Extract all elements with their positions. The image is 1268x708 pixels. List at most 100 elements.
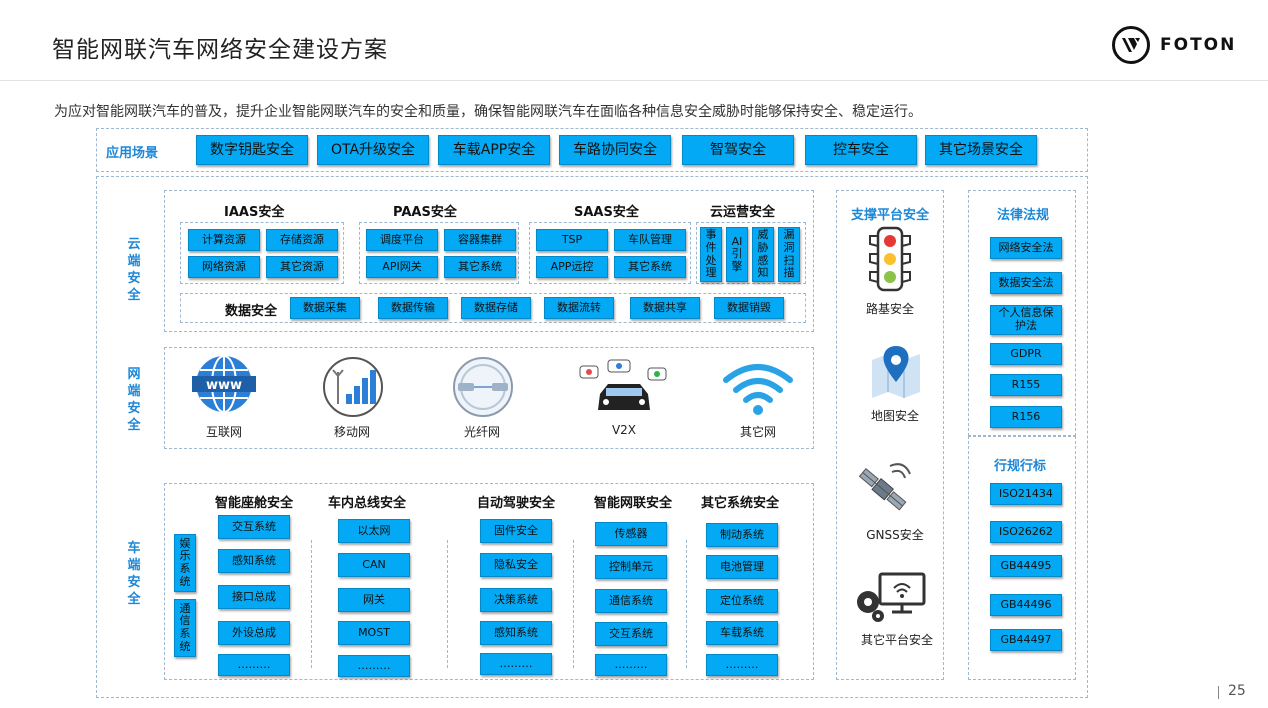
- support-name: 地图安全: [870, 409, 919, 423]
- page-number: 25: [1218, 683, 1246, 699]
- v2x-car-icon: [579, 359, 667, 410]
- column-divider: [686, 540, 687, 668]
- iaas-title: IAAS安全: [224, 205, 285, 220]
- column-divider: [447, 540, 448, 668]
- page-title: 智能网联汽车网络安全建设方案: [52, 37, 388, 63]
- law-panel: [968, 190, 1076, 436]
- cloud-item: 存储资源: [266, 229, 338, 251]
- support-title: 支撑平台安全: [851, 208, 930, 223]
- support-panel: [836, 190, 944, 680]
- data-item: 数据传输: [378, 297, 448, 319]
- cloud-item: 容器集群: [444, 229, 516, 251]
- side-item: 通信系统: [174, 599, 196, 657]
- iaas-group: [180, 222, 344, 284]
- side-item: 娱乐系统: [174, 534, 196, 592]
- vehicle-item: 网关: [338, 588, 410, 612]
- page-subtitle: 为应对智能网联汽车的普及，提升企业智能网联汽车的安全和质量，确保智能网联汽车在面…: [54, 104, 922, 120]
- brand-name: FOTON: [1160, 35, 1237, 55]
- cloud-ops-item: AI引擎: [726, 227, 748, 282]
- globe-www-icon: www: [192, 355, 256, 413]
- gear-monitor-icon: [857, 572, 926, 622]
- cloud-item: 车队管理: [614, 229, 686, 251]
- brand-logo: FOTON: [1112, 26, 1236, 64]
- law-item: GDPR: [990, 343, 1062, 365]
- vehicle-item: ………: [218, 654, 290, 676]
- vehicle-item: CAN: [338, 553, 410, 577]
- foton-logo-icon: [1112, 26, 1150, 64]
- traffic-light-icon: [869, 226, 911, 292]
- data-item: 数据采集: [290, 297, 360, 319]
- saas-title: SAAS安全: [574, 205, 639, 220]
- network-name: 移动网: [333, 425, 370, 439]
- scenario-item: 智驾安全: [682, 135, 794, 165]
- data-item: 数据共享: [630, 297, 700, 319]
- cloud-panel: [164, 190, 814, 332]
- standards-panel: [968, 436, 1076, 680]
- vehicle-item: 交互系统: [595, 622, 667, 646]
- vehicle-item: 控制单元: [595, 555, 667, 579]
- scenario-label: 应用场景: [106, 146, 159, 161]
- cloud-item: 调度平台: [366, 229, 438, 251]
- vehicle-group-title: 自动驾驶安全: [477, 496, 556, 511]
- main-panel: [96, 176, 1088, 698]
- fiber-icon: [453, 357, 513, 417]
- vehicle-item: 外设总成: [218, 621, 290, 645]
- vehicle-label: 车端安全: [127, 541, 141, 607]
- cloud-item: 计算资源: [188, 229, 260, 251]
- cloud-ops-item: 漏洞扫描: [778, 227, 800, 282]
- cloud-ops-item: 威胁感知: [752, 227, 774, 282]
- wifi-icon: [723, 364, 793, 415]
- standard-item: GB44497: [990, 629, 1062, 651]
- vehicle-item: ………: [595, 654, 667, 676]
- vehicle-group-title: 车内总线安全: [328, 496, 407, 511]
- law-item: 数据安全法: [990, 272, 1062, 294]
- vehicle-item: ………: [338, 655, 410, 677]
- vehicle-item: 通信系统: [595, 589, 667, 613]
- vehicle-item: ………: [480, 653, 552, 675]
- cloud-label: 云端安全: [127, 237, 141, 303]
- cloud-item: API网关: [366, 256, 438, 278]
- column-divider: [573, 540, 574, 668]
- scenario-panel: [96, 128, 1088, 172]
- scenario-item: 控车安全: [805, 135, 917, 165]
- law-item: 个人信息保护法: [990, 305, 1062, 335]
- scenario-item: 车路协同安全: [559, 135, 671, 165]
- vehicle-item: 隐私安全: [480, 553, 552, 577]
- standard-item: ISO21434: [990, 483, 1062, 505]
- cloud-item: 其它系统: [444, 256, 516, 278]
- vehicle-group-title: 智能座舱安全: [215, 496, 294, 511]
- support-name: 其它平台安全: [860, 633, 933, 647]
- support-name: 路基安全: [865, 302, 914, 316]
- scenario-item: 车载APP安全: [438, 135, 550, 165]
- vehicle-item: 传感器: [595, 522, 667, 546]
- paas-title: PAAS安全: [393, 205, 457, 220]
- satellite-icon: [858, 463, 911, 511]
- data-security-row: [180, 293, 806, 323]
- cloud-item: 其它资源: [266, 256, 338, 278]
- vehicle-item: 定位系统: [706, 589, 778, 613]
- support-name: GNSS安全: [866, 528, 924, 542]
- vehicle-item: MOST: [338, 621, 410, 645]
- mobile-signal-icon: [323, 357, 383, 417]
- saas-group: [529, 222, 691, 284]
- standard-item: GB44495: [990, 555, 1062, 577]
- data-item: 数据存储: [461, 297, 531, 319]
- vehicle-item: 车载系统: [706, 621, 778, 645]
- vehicle-item: 以太网: [338, 519, 410, 543]
- vehicle-item: 感知系统: [218, 549, 290, 573]
- vehicle-item: 交互系统: [218, 515, 290, 539]
- map-pin-icon: [872, 346, 920, 398]
- column-divider: [311, 540, 312, 668]
- scenario-item: 数字钥匙安全: [196, 135, 308, 165]
- vehicle-item: 制动系统: [706, 523, 778, 547]
- cloud-ops-group: [696, 222, 806, 284]
- network-label: 网端安全: [127, 367, 141, 433]
- scenario-item: 其它场景安全: [925, 135, 1037, 165]
- vehicle-group-title: 智能网联安全: [594, 496, 673, 511]
- scenario-item: OTA升级安全: [317, 135, 429, 165]
- cloud-item: TSP: [536, 229, 608, 251]
- cloud-ops-item: 事件处理: [700, 227, 722, 282]
- law-item: R155: [990, 374, 1062, 396]
- paas-group: [359, 222, 519, 284]
- vehicle-panel: [164, 483, 814, 680]
